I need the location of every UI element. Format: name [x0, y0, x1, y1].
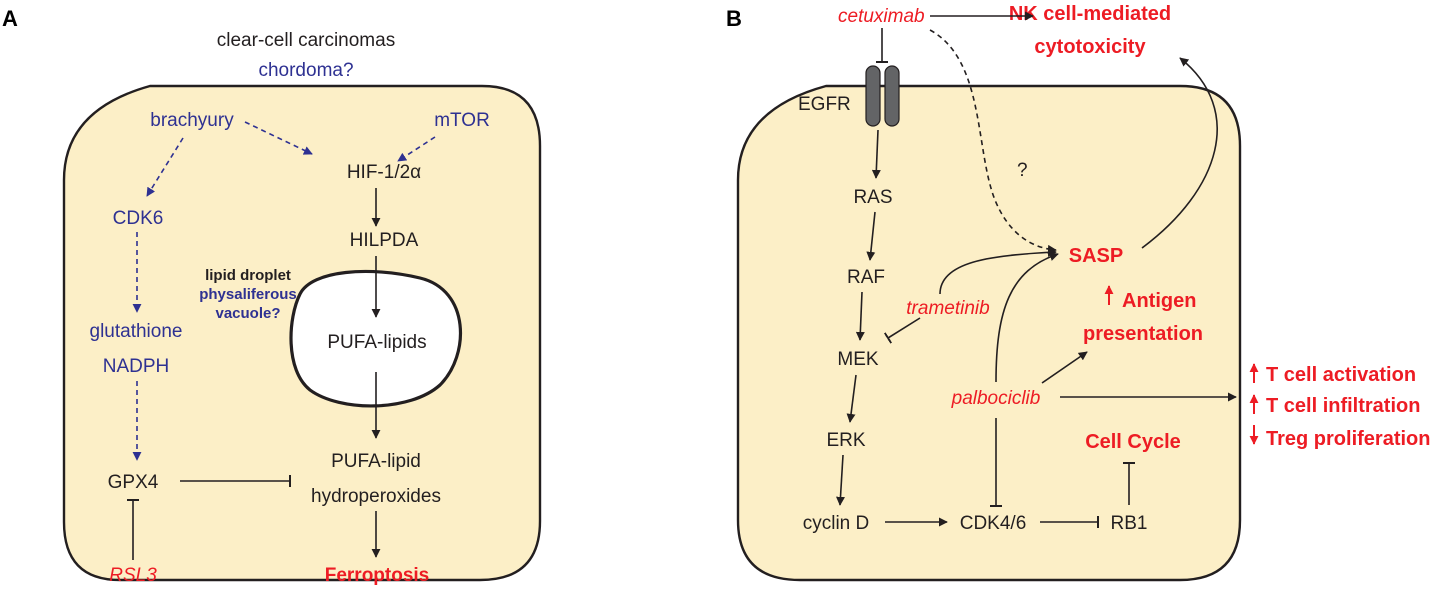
node-ras: RAS [853, 187, 892, 208]
node-pufa-lipid: PUFA-lipid [331, 451, 421, 472]
node-erk: ERK [826, 430, 865, 451]
node-presentation: presentation [1083, 323, 1203, 345]
panel-b-label: B [726, 6, 742, 31]
edge-trametinib-sasp [939, 247, 1057, 295]
node-cdk46: CDK4/6 [960, 513, 1027, 534]
drug-rsl3: RSL3 [109, 565, 157, 586]
cell-b [736, 84, 1242, 582]
node-mtor: mTOR [434, 110, 490, 131]
label-physaliferous: physaliferous [199, 286, 297, 303]
node-sasp: SASP [1069, 245, 1123, 267]
node-pufa-lipids: PUFA-lipids [327, 332, 426, 353]
panel-a-label: A [2, 6, 18, 31]
label-lipid-droplet: lipid droplet [205, 267, 291, 284]
edge-brachyury-hif [244, 121, 313, 155]
node-glutathione: glutathione [90, 321, 183, 342]
node-treg-proliferation: Treg proliferation [1266, 428, 1430, 450]
node-brachyury: brachyury [150, 110, 234, 131]
node-cell-cycle: Cell Cycle [1085, 431, 1181, 453]
node-ferroptosis: Ferroptosis [325, 565, 430, 586]
node-cdk6: CDK6 [113, 208, 164, 229]
edge-erk-cyclind [835, 454, 845, 506]
node-hif: HIF-1/2α [347, 162, 421, 183]
drug-cetuximab: cetuximab [838, 6, 925, 27]
node-mek: MEK [837, 349, 879, 370]
edge-ras-raf [866, 211, 876, 261]
header-clear-cell: clear-cell carcinomas [217, 30, 395, 51]
drug-trametinib: trametinib [906, 298, 989, 319]
edge-sasp-nk [1141, 57, 1218, 249]
edge-mtor-hif [397, 136, 436, 162]
node-t-cell-activation: T cell activation [1266, 364, 1416, 386]
edge-egfr-ras [871, 129, 881, 179]
node-raf: RAF [847, 267, 885, 288]
edge-mek-erk [846, 374, 857, 423]
node-t-cell-infiltration: T cell infiltration [1266, 395, 1420, 417]
node-cyclin-d: cyclin D [803, 513, 870, 534]
node-antigen: Antigen [1122, 290, 1196, 312]
node-cytotoxicity: cytotoxicity [1034, 36, 1146, 58]
label-vacuole: vacuole? [215, 305, 280, 322]
label-question: ? [1017, 160, 1028, 181]
node-hydroperoxides: hydroperoxides [311, 486, 441, 507]
egfr-receptor-icon [865, 65, 900, 127]
node-hilpda: HILPDA [350, 230, 419, 251]
edge-brachyury-cdk6 [146, 137, 184, 197]
node-egfr: EGFR [798, 94, 851, 115]
edge-trametinib-mek [883, 317, 921, 344]
drug-palbociclib: palbociclib [951, 388, 1041, 409]
edge-cetuximab-sasp [929, 29, 1057, 254]
edge-palbociclib-sasp [995, 252, 1059, 383]
header-chordoma: chordoma? [258, 60, 353, 81]
edge-palbociclib-antigen [1041, 351, 1088, 384]
node-nadph: NADPH [103, 356, 170, 377]
node-gpx4: GPX4 [108, 472, 159, 493]
node-rb1: RB1 [1111, 513, 1148, 534]
node-nk-cell: NK cell-mediated [1009, 3, 1171, 25]
edge-raf-mek [855, 291, 865, 341]
